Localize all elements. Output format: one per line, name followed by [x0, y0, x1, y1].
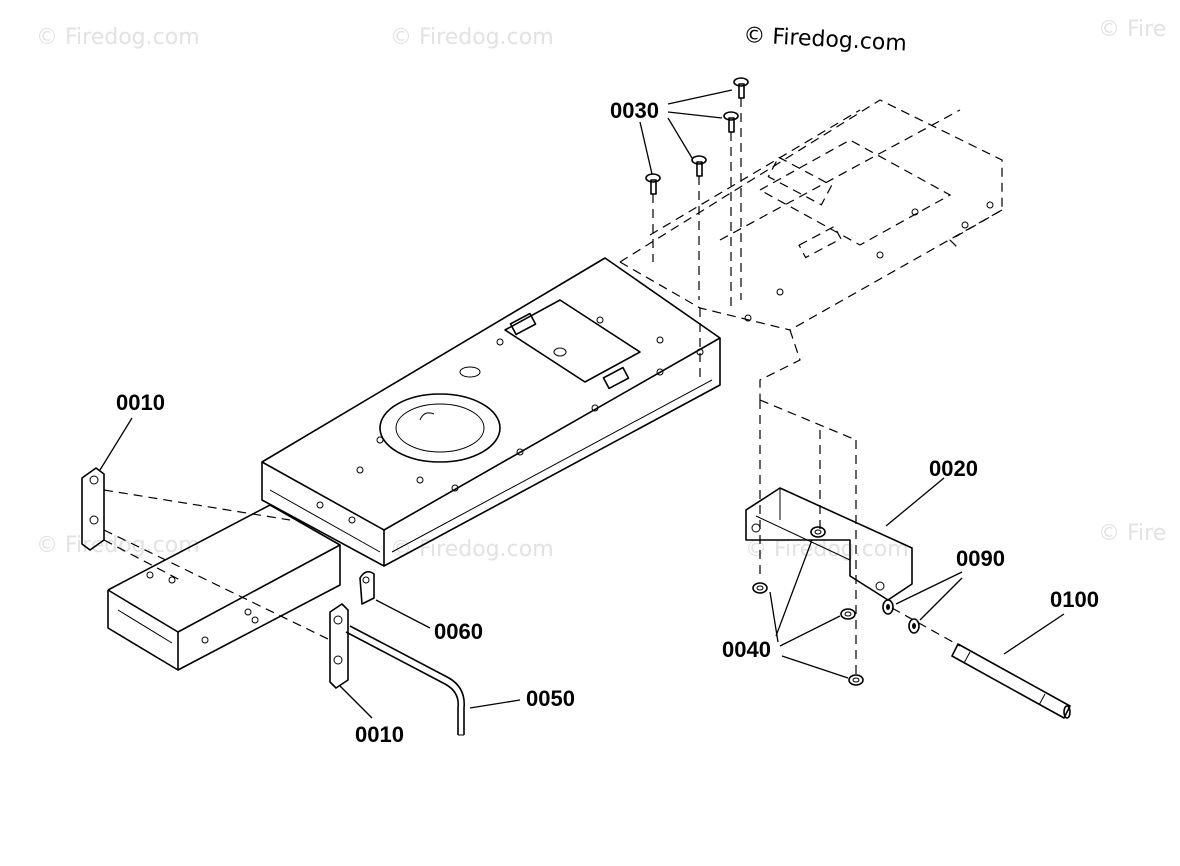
plate-0060 [359, 570, 375, 605]
bolt [645, 173, 661, 262]
rear-frame [619, 99, 1003, 400]
nut-group-0040 [752, 526, 864, 686]
callout-0040: 0040 [722, 637, 771, 662]
bolt [723, 111, 739, 310]
callout-0010-top: 0010 [116, 390, 165, 415]
watermark-faint-mid-center: © Firedog.com [390, 537, 554, 562]
bolt [733, 77, 749, 300]
nut [848, 674, 864, 686]
watermark-faint-top-left: © Firedog.com [36, 25, 200, 50]
callout-0090: 0090 [956, 546, 1005, 571]
nut [810, 526, 826, 538]
washer [882, 599, 894, 615]
bolt-group-0030 [645, 77, 749, 310]
callout-0020: 0020 [929, 456, 978, 481]
watermark-faint-mid-far-right: © Fire [1098, 521, 1166, 546]
washer-group-0090 [882, 599, 920, 634]
callout-0030: 0030 [610, 98, 659, 123]
nut [752, 582, 768, 594]
callout-0050: 0050 [526, 686, 575, 711]
nut [840, 608, 856, 620]
callout-0100: 0100 [1050, 587, 1099, 612]
main-frame [261, 257, 721, 567]
shaft-0100 [951, 643, 1071, 719]
callout-0010-bottom: 0010 [355, 722, 404, 747]
washer [908, 618, 920, 634]
watermark-faint-top-right: © Fire [1098, 17, 1166, 42]
rod-0050 [345, 625, 466, 736]
bracket-0010-bottom [329, 603, 349, 689]
front-channel [107, 504, 341, 671]
leader-lines [99, 89, 1065, 719]
watermark-faint-top-center: © Firedog.com [390, 25, 554, 50]
bolt [691, 155, 707, 300]
watermark-main: © Firedog.com [743, 23, 908, 57]
callout-0060: 0060 [434, 619, 483, 644]
